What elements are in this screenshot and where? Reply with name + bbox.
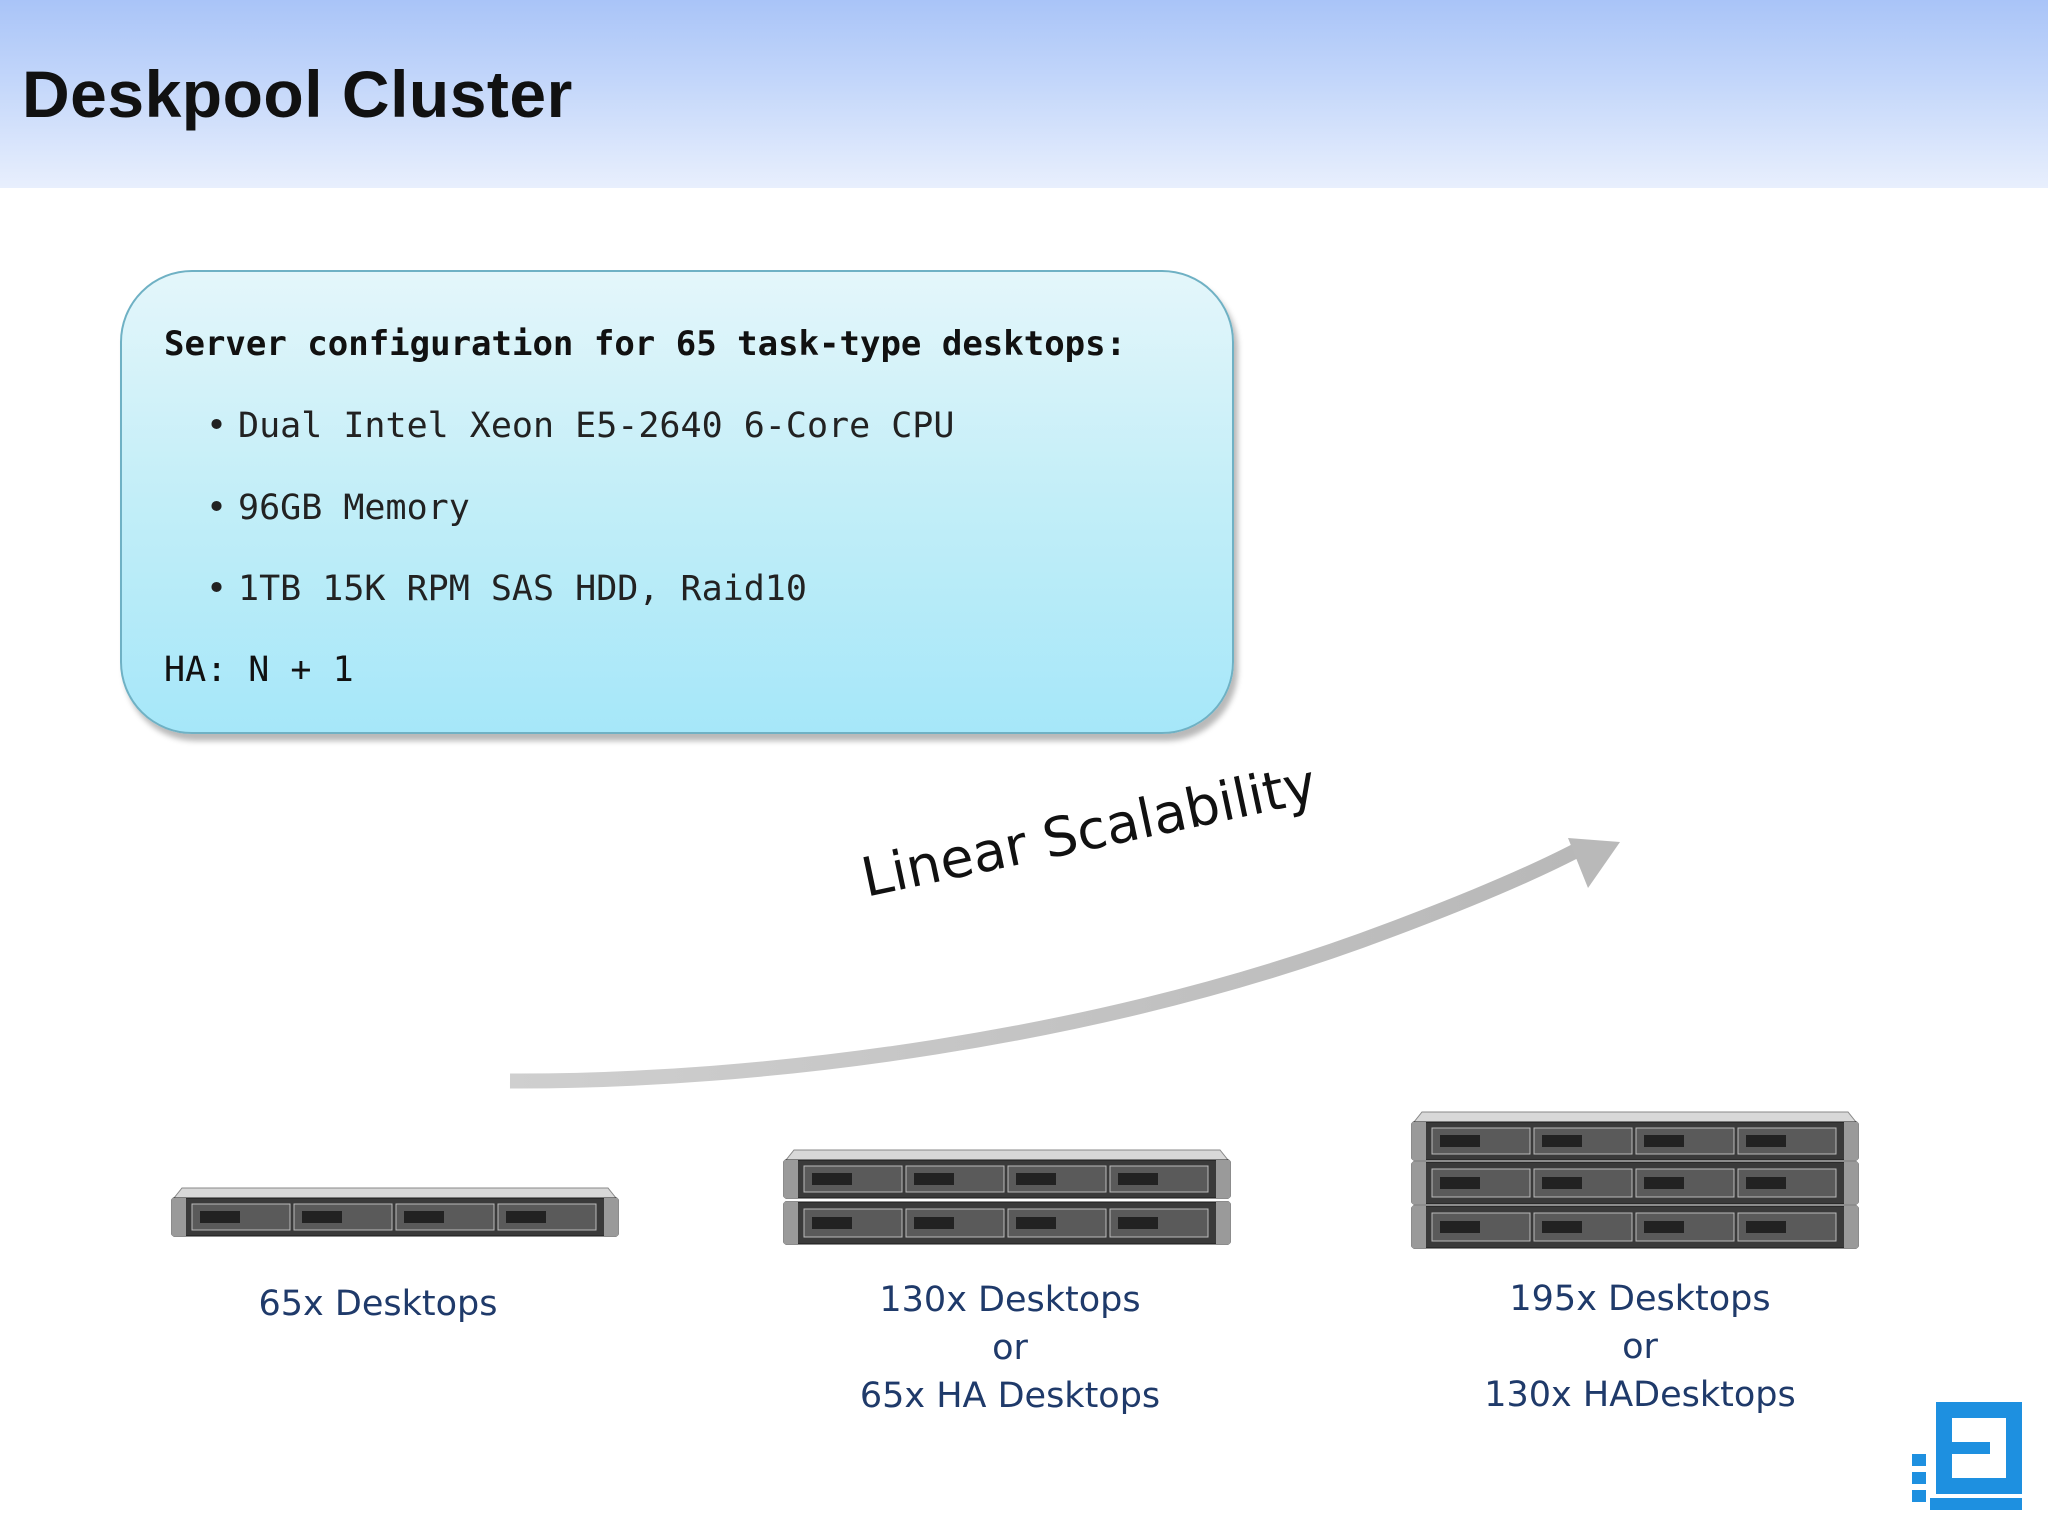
config-item-storage: •1TB 15K RPM SAS HDD, Raid10: [206, 569, 807, 609]
config-item-cpu: •Dual Intel Xeon E5-2640 6-Core CPU: [206, 406, 954, 446]
rack-server-icon: [1411, 1111, 1859, 1161]
rack-server-icon: [171, 1187, 619, 1237]
config-heading: Server configuration for 65 task-type de…: [164, 324, 1127, 364]
server-config-callout: Server configuration for 65 task-type de…: [120, 270, 1234, 734]
bullet-icon: •: [206, 569, 228, 609]
caption-line: 130x Desktops: [879, 1280, 1141, 1320]
bullet-icon: •: [206, 488, 228, 528]
config-item-label: 1TB 15K RPM SAS HDD, Raid10: [238, 569, 807, 609]
config-item-label: Dual Intel Xeon E5-2640 6-Core CPU: [238, 406, 955, 446]
rack-server-icon: [1411, 1161, 1859, 1205]
caption-line: 195x Desktops: [1509, 1279, 1771, 1319]
caption-group-2: 130x Desktops or 65x HA Desktops: [780, 1276, 1240, 1420]
config-item-memory: •96GB Memory: [206, 488, 470, 528]
bullet-icon: •: [206, 406, 228, 446]
page-title: Deskpool Cluster: [22, 57, 573, 131]
caption-line: or: [992, 1328, 1028, 1368]
rack-server-icon: [1411, 1205, 1859, 1249]
caption-line: 65x HA Desktops: [859, 1376, 1161, 1416]
rack-server-icon: [783, 1201, 1231, 1245]
caption-group-3: 195x Desktops or 130x HADesktops: [1410, 1275, 1870, 1419]
caption-group-1: 65x Desktops: [148, 1280, 608, 1328]
caption-line: 130x HADesktops: [1484, 1375, 1796, 1415]
caption-line: or: [1622, 1327, 1658, 1367]
header-banner: Deskpool Cluster: [0, 0, 2048, 188]
brand-logo-icon: [1912, 1402, 2022, 1510]
rack-server-icon: [783, 1149, 1231, 1199]
config-item-label: 96GB Memory: [238, 488, 470, 528]
server-group-2: [782, 1146, 1232, 1250]
caption-line: 65x Desktops: [258, 1284, 498, 1324]
server-group-1: [170, 1184, 620, 1244]
config-ha: HA: N + 1: [164, 650, 354, 690]
server-group-3: [1410, 1108, 1860, 1254]
